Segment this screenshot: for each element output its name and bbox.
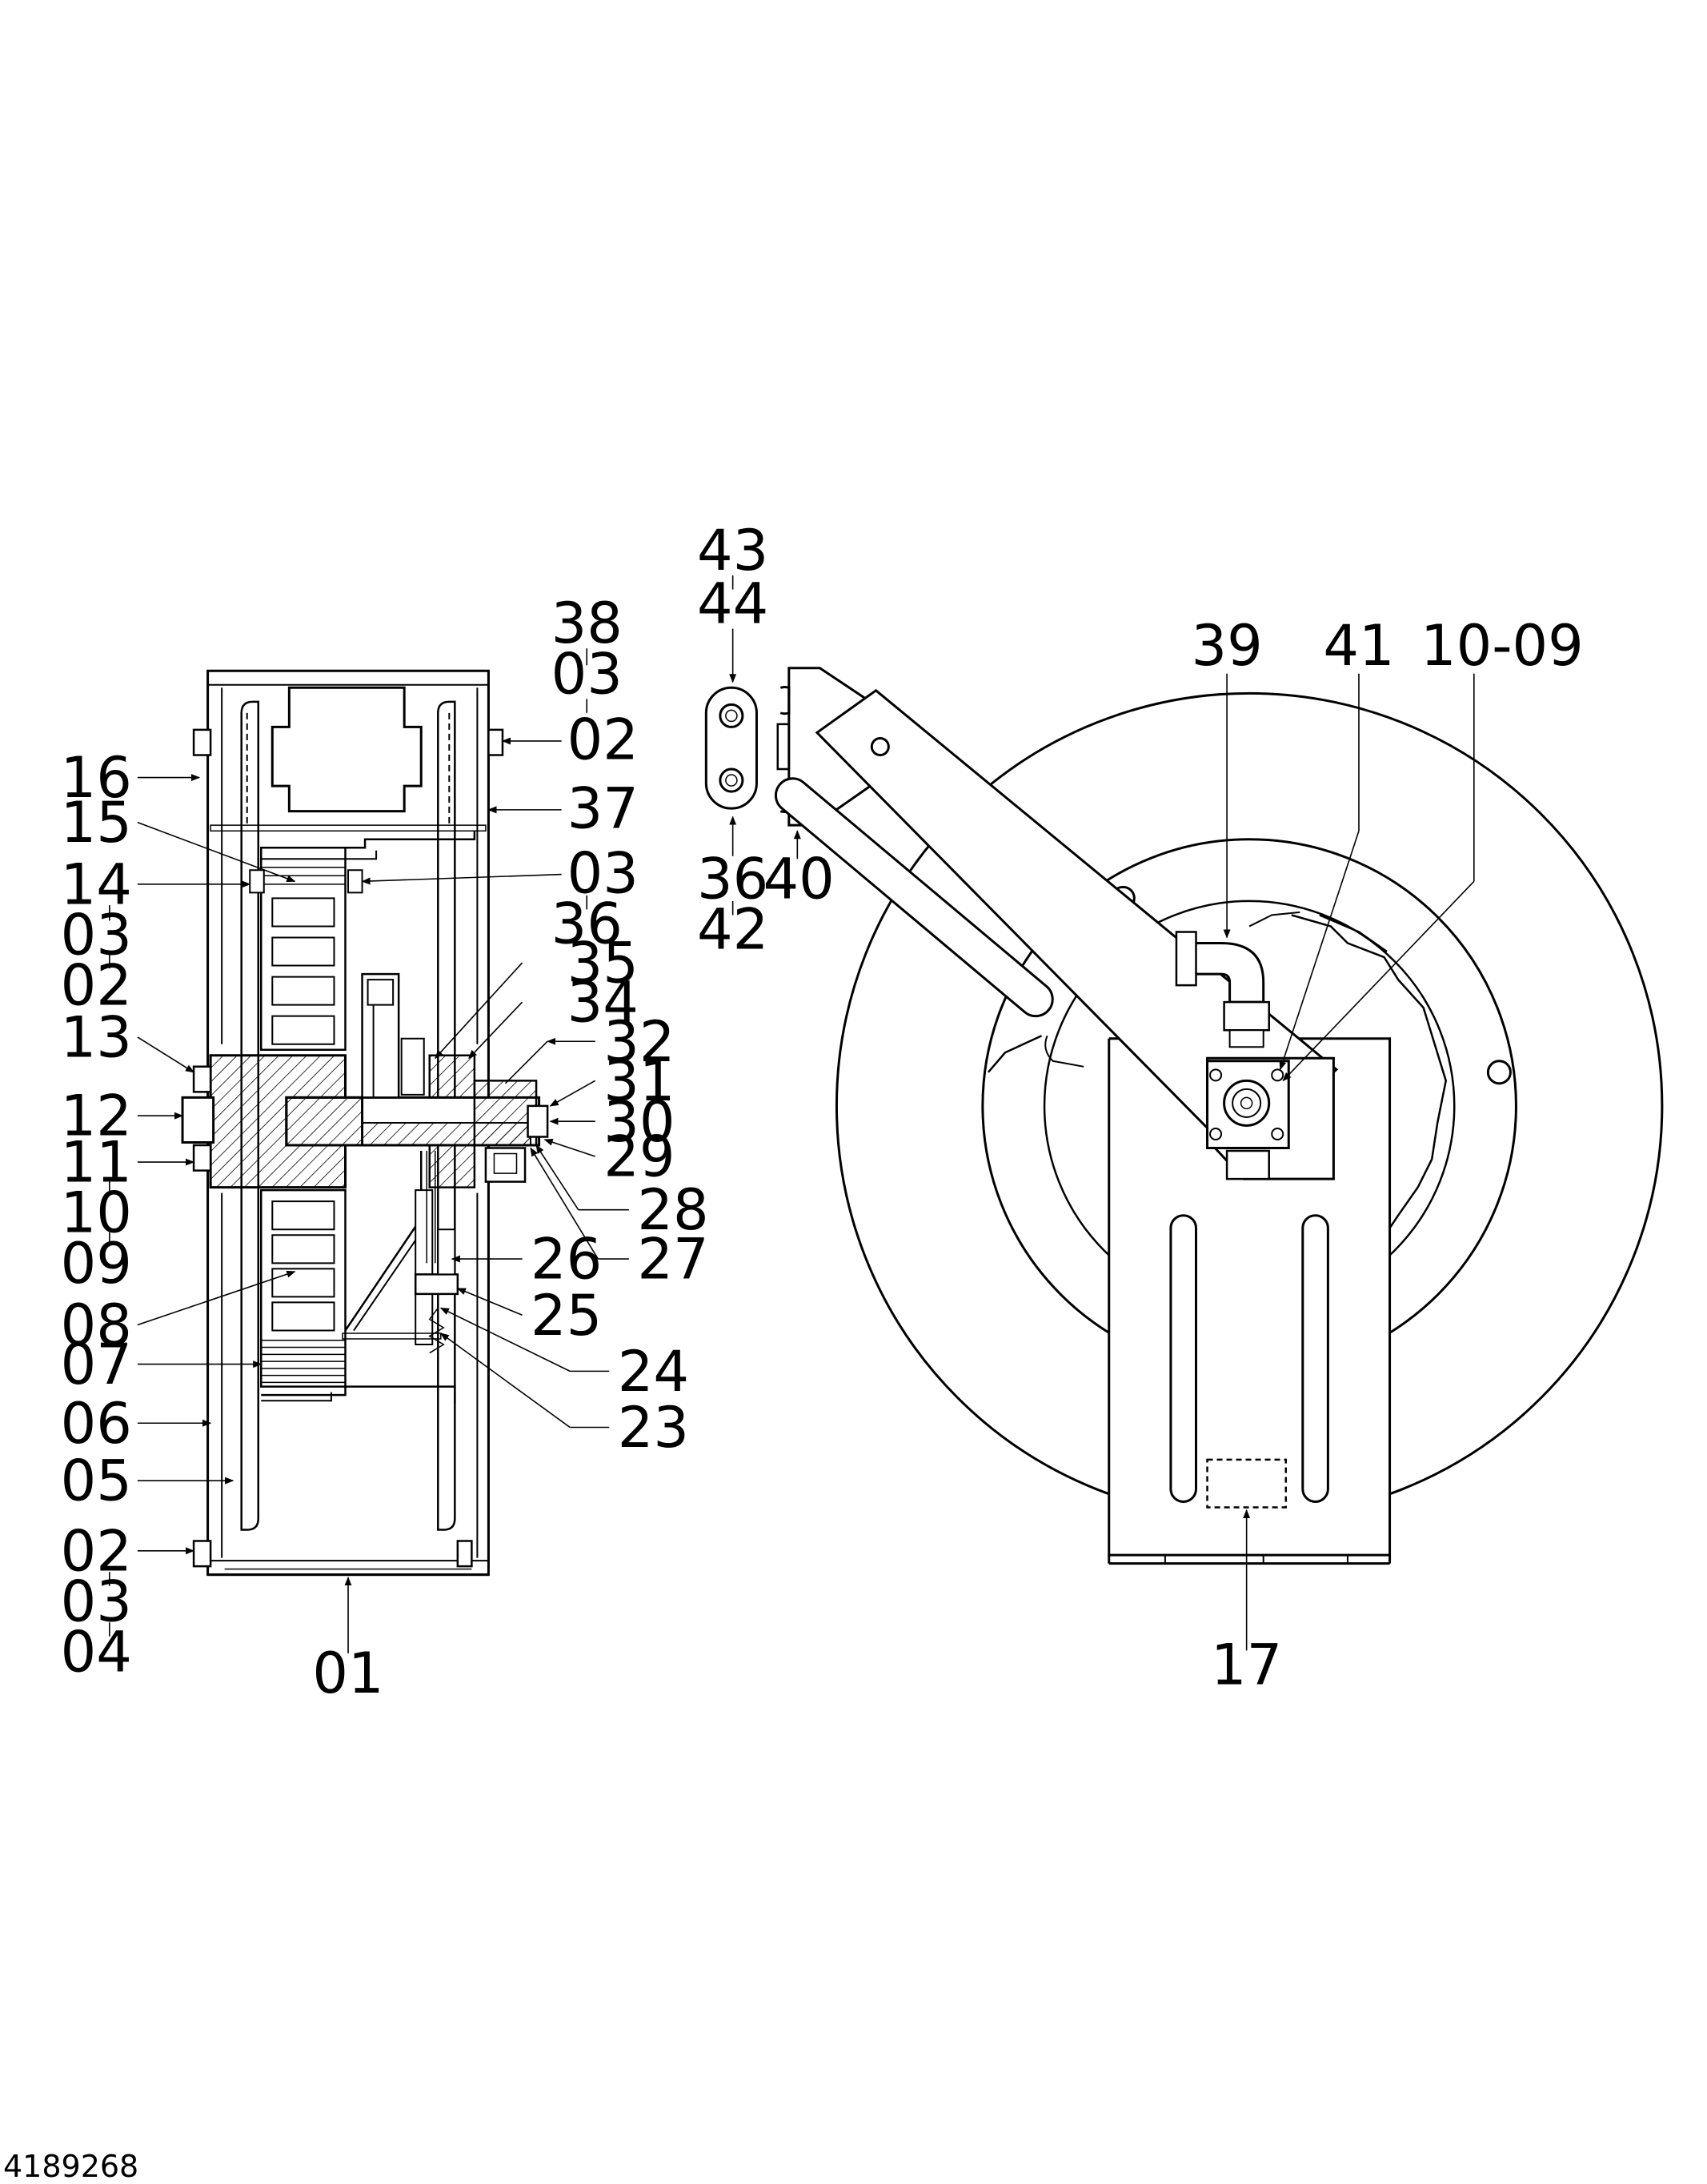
front-labels: 39 41 10-09 17 bbox=[1191, 613, 1583, 1697]
callout-42: 42 bbox=[697, 897, 768, 963]
right-callout-leaders bbox=[360, 648, 629, 1427]
swing-arm bbox=[817, 691, 1336, 1162]
callout-05: 05 bbox=[61, 1449, 132, 1514]
callout-11: 11 bbox=[61, 1130, 132, 1196]
callout-36: 36 bbox=[697, 846, 768, 912]
callout-02-sub2: 04 bbox=[61, 1620, 132, 1685]
front-view bbox=[769, 691, 1662, 1564]
clamp-labels: 43 44 36 42 40 bbox=[697, 518, 835, 962]
document-id: 4189268 bbox=[3, 2149, 139, 2184]
callout-02-sub1: 03 bbox=[61, 1569, 132, 1635]
callout-35: 35 bbox=[567, 931, 639, 996]
callout-13: 13 bbox=[61, 1005, 132, 1071]
callout-10-09: 10-09 bbox=[1420, 613, 1584, 679]
callout-24: 24 bbox=[618, 1339, 689, 1405]
section-view bbox=[182, 671, 547, 1574]
callout-31: 31 bbox=[603, 1048, 675, 1114]
front-leaders bbox=[1220, 674, 1474, 1651]
callout-14-sub1: 03 bbox=[61, 903, 132, 968]
callout-03-sub1: 36 bbox=[551, 891, 623, 956]
callout-17: 17 bbox=[1211, 1632, 1282, 1697]
callout-14-sub2: 02 bbox=[61, 953, 132, 1019]
clamp-leaders bbox=[726, 575, 804, 915]
callout-41: 41 bbox=[1323, 613, 1394, 679]
callout-43: 43 bbox=[697, 518, 768, 583]
callout-29: 29 bbox=[603, 1124, 675, 1190]
callout-28: 28 bbox=[637, 1177, 708, 1243]
callout-07: 07 bbox=[61, 1332, 132, 1397]
left-callout-leaders bbox=[110, 771, 355, 1653]
left-labels: 16 15 14 03 02 13 12 11 10 09 08 07 06 0… bbox=[61, 745, 384, 1706]
callout-25: 25 bbox=[531, 1283, 602, 1348]
callout-38-sub2: 02 bbox=[567, 707, 639, 773]
callout-38-sub1: 03 bbox=[551, 641, 623, 707]
callout-34: 34 bbox=[567, 970, 639, 1036]
right-labels: 38 03 02 37 03 36 35 34 32 31 30 29 28 2… bbox=[531, 591, 709, 1461]
callout-12: 12 bbox=[61, 1084, 132, 1149]
callout-01: 01 bbox=[312, 1641, 383, 1706]
clamp-plate bbox=[706, 687, 756, 808]
callout-14: 14 bbox=[61, 852, 132, 917]
callout-08: 08 bbox=[61, 1292, 132, 1358]
callout-27: 27 bbox=[637, 1227, 708, 1292]
callout-02: 02 bbox=[61, 1518, 132, 1584]
callout-39: 39 bbox=[1191, 613, 1262, 679]
callout-03: 03 bbox=[567, 840, 639, 906]
callout-44: 44 bbox=[697, 571, 768, 637]
callout-23: 23 bbox=[618, 1395, 689, 1461]
callout-15: 15 bbox=[61, 790, 132, 856]
callout-11-sub2: 09 bbox=[61, 1231, 132, 1296]
callout-26: 26 bbox=[531, 1227, 602, 1292]
callout-06: 06 bbox=[61, 1391, 132, 1457]
callout-40: 40 bbox=[763, 846, 834, 912]
callout-11-sub1: 10 bbox=[61, 1180, 132, 1246]
callout-16: 16 bbox=[61, 745, 132, 811]
callout-37: 37 bbox=[567, 776, 639, 842]
callout-32: 32 bbox=[603, 1009, 675, 1075]
callout-38: 38 bbox=[551, 591, 623, 656]
callout-30: 30 bbox=[603, 1089, 675, 1155]
